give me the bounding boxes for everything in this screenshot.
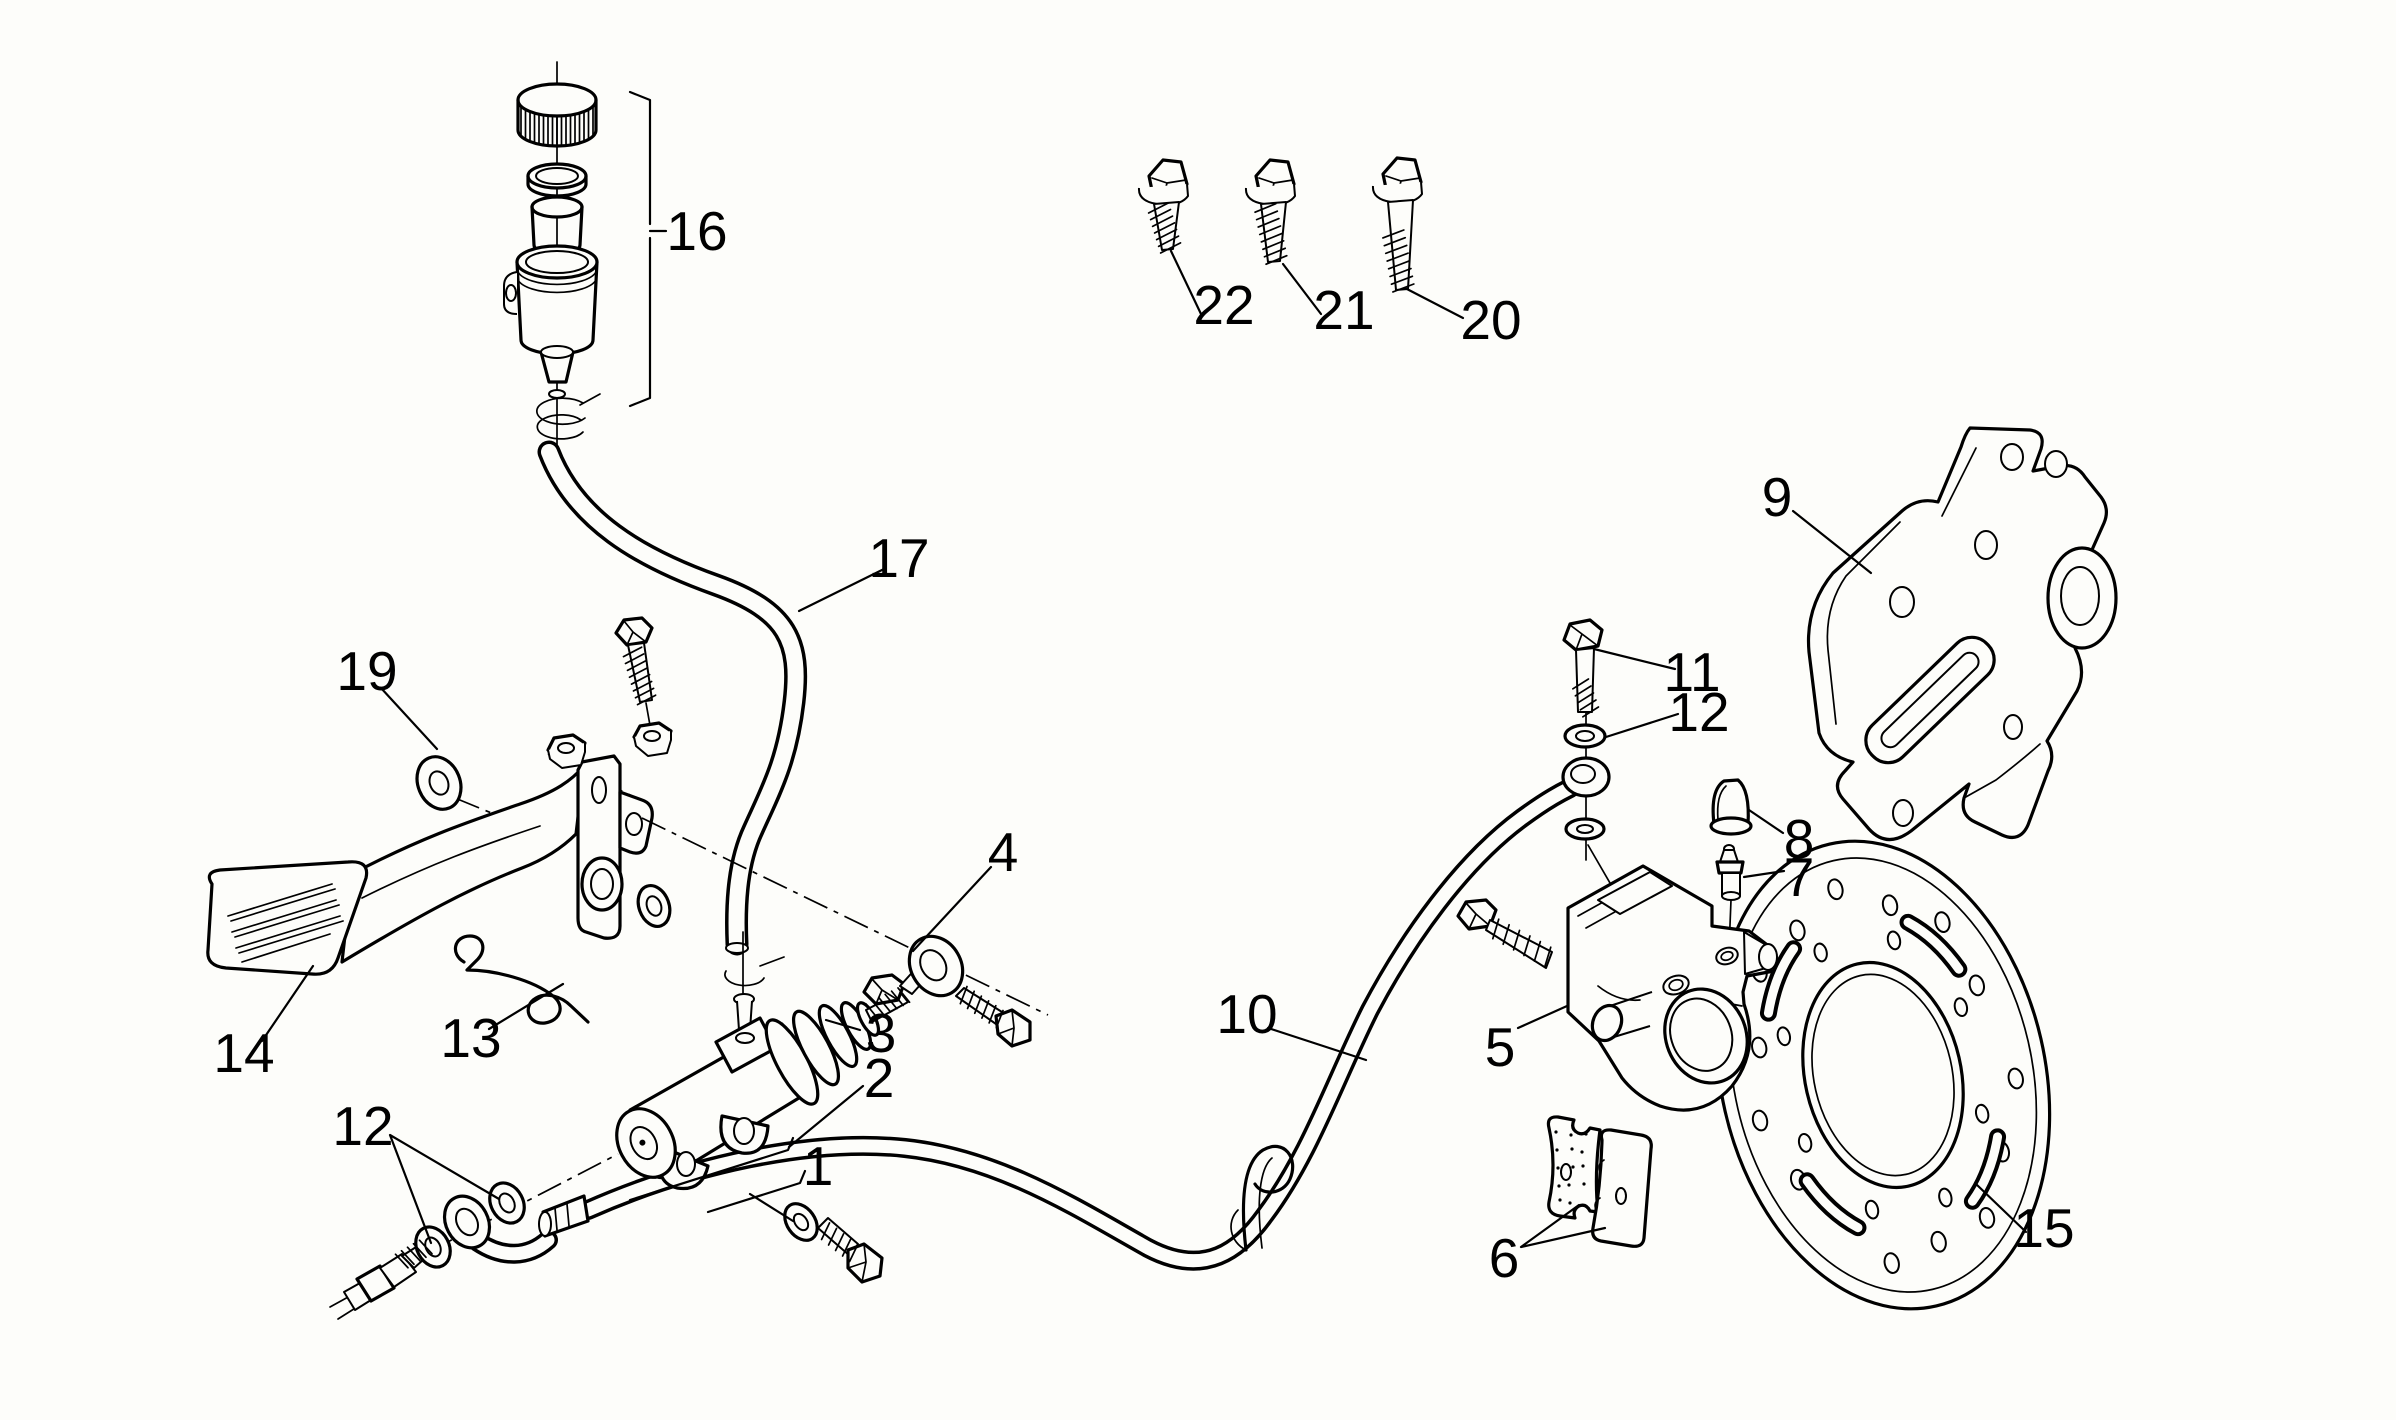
bleed-valve-group bbox=[1709, 778, 1753, 901]
part-label-20: 20 bbox=[1460, 289, 1521, 351]
reservoir-group-bracket bbox=[628, 90, 668, 408]
part-label-17: 17 bbox=[868, 527, 929, 589]
part-label-5: 5 bbox=[1485, 1016, 1516, 1078]
part-label-12-right: 12 bbox=[1668, 681, 1729, 743]
washer-19-icon bbox=[415, 755, 463, 811]
return-spring-icon bbox=[453, 934, 590, 1025]
caliper-banjo-group bbox=[1561, 618, 1611, 841]
part-label-15: 15 bbox=[2013, 1197, 2074, 1259]
part-label-21: 21 bbox=[1313, 279, 1374, 341]
part-label-22: 22 bbox=[1193, 274, 1254, 336]
part-label-8: 8 bbox=[1784, 808, 1815, 870]
master-cylinder-banjo-group bbox=[329, 778, 1580, 1320]
part-label-4: 4 bbox=[988, 821, 1019, 883]
callout-labels: 1 2 3 4 5 6 7 8 9 10 11 12 12 13 14 15 1… bbox=[213, 200, 2074, 1289]
caliper-support-bracket bbox=[1806, 426, 2118, 842]
bleed-valve-icon bbox=[1715, 844, 1745, 901]
part-label-13: 13 bbox=[440, 1007, 501, 1069]
master-cylinder-group bbox=[615, 817, 1049, 1191]
fluid-reservoir bbox=[503, 61, 601, 449]
brake-pads bbox=[1546, 1115, 1653, 1248]
part-label-6: 6 bbox=[1489, 1227, 1520, 1289]
switch-banjo-bolt-icon bbox=[329, 1241, 433, 1320]
part-label-19: 19 bbox=[336, 640, 397, 702]
hose-clip-icon bbox=[1230, 1144, 1295, 1252]
pedal-lock-nut-icon bbox=[546, 733, 587, 769]
brake-disc bbox=[1714, 839, 2052, 1311]
brake-pedal-group bbox=[206, 616, 673, 1025]
part-label-9: 9 bbox=[1762, 466, 1793, 528]
part-label-10: 10 bbox=[1216, 983, 1277, 1045]
part-label-1: 1 bbox=[803, 1135, 834, 1197]
part-label-14: 14 bbox=[213, 1022, 274, 1084]
part-label-2: 2 bbox=[864, 1047, 895, 1109]
callout-leaders bbox=[260, 249, 2028, 1249]
part-label-12-left: 12 bbox=[332, 1095, 393, 1157]
part-label-11: 11 bbox=[1663, 641, 1720, 703]
part-label-7: 7 bbox=[1784, 846, 1815, 908]
part-label-16: 16 bbox=[666, 200, 727, 262]
pedal-nut-icon bbox=[632, 721, 673, 757]
